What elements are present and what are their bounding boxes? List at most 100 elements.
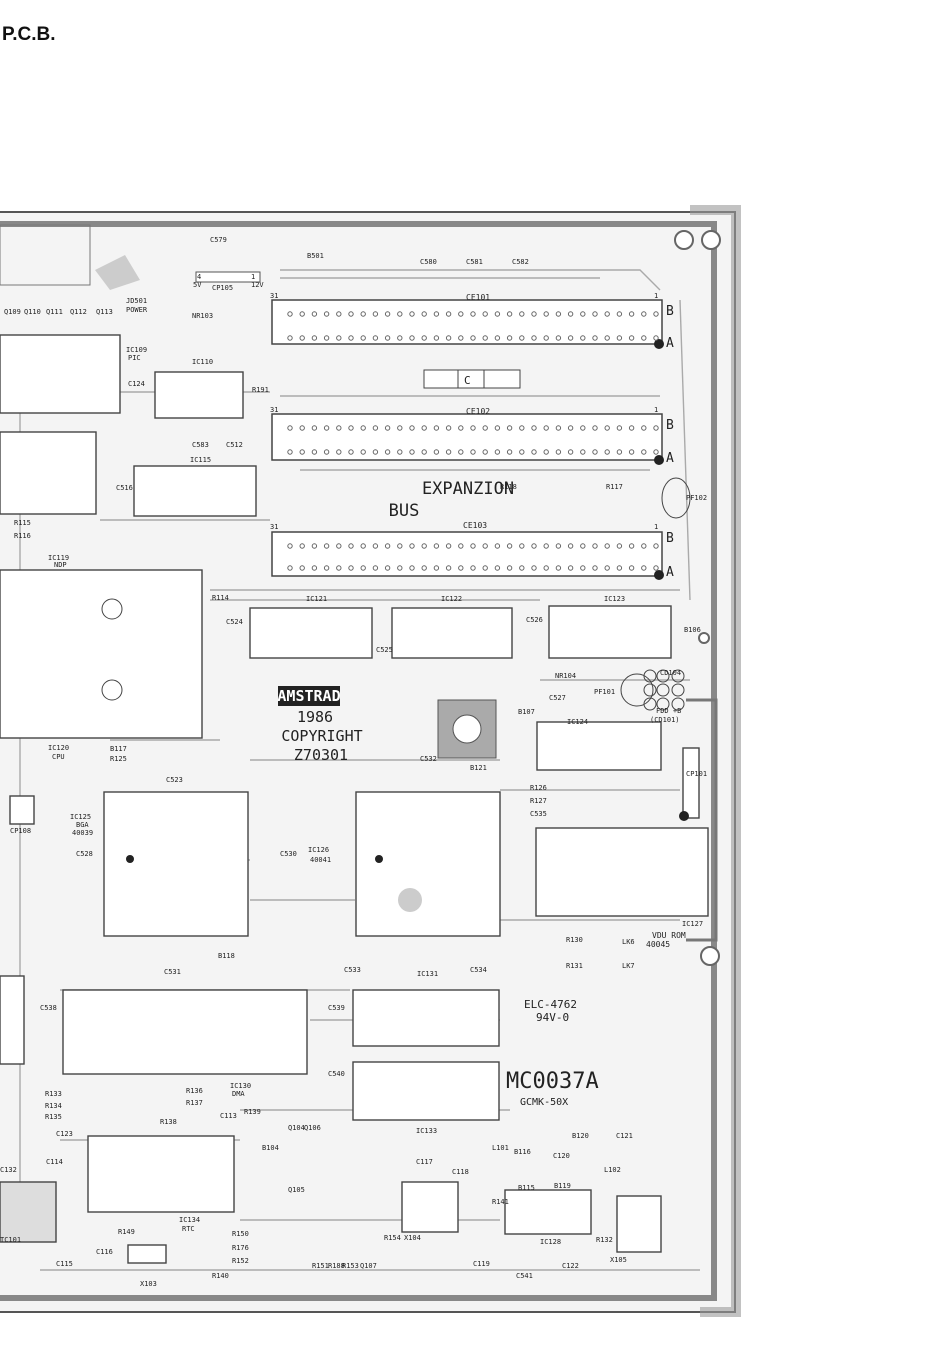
chip-ic131 <box>352 989 500 1047</box>
ic122-label: IC122 <box>441 595 462 603</box>
chip-ic130 <box>62 989 308 1075</box>
component-r152: R152 <box>232 1257 249 1265</box>
component-q105: Q105 <box>288 1186 305 1194</box>
ce102-label: CE102 <box>466 407 490 416</box>
component-c114: C114 <box>46 1158 63 1166</box>
component-r140: R140 <box>212 1272 229 1280</box>
component-r135: R135 <box>45 1113 62 1121</box>
chip-ic128 <box>504 1189 592 1235</box>
ce103-pin-last: 1 <box>654 523 658 531</box>
component-b104: B104 <box>262 1144 279 1152</box>
bus-label-line2: BUS <box>389 501 420 521</box>
board-year: 1986 <box>297 708 333 726</box>
chip-ic109 <box>0 334 121 414</box>
power-pin1: 1 <box>251 273 255 281</box>
ce101-row-b: B <box>666 304 674 319</box>
component-c532: C532 <box>420 755 437 763</box>
component-c123: C123 <box>56 1130 73 1138</box>
component-nr104: NR104 <box>555 672 576 680</box>
component-cp105: CP105 <box>212 284 233 292</box>
component-r188: R188 <box>328 1262 345 1270</box>
elc-code: ELC-4762 <box>524 998 577 1011</box>
ic126-label: IC126 <box>308 846 329 854</box>
component-c530: C530 <box>280 850 297 858</box>
component-q107: Q107 <box>360 1262 377 1270</box>
ic130-sub: DMA <box>232 1090 245 1098</box>
ic119-label: IC119 <box>48 554 69 562</box>
chip-ic123 <box>548 605 672 659</box>
mc-code: MC0037A <box>506 1069 599 1094</box>
component-r117: R117 <box>606 483 623 491</box>
connector-ce101 <box>271 299 664 349</box>
component-b120: B120 <box>572 1132 589 1140</box>
component-c526: C526 <box>526 616 543 624</box>
ce101-label: CE101 <box>466 293 490 302</box>
chip-left-mid <box>0 431 97 515</box>
board-code: Z70301 <box>294 746 348 764</box>
crystal-x103 <box>127 1244 167 1264</box>
cp101-box <box>682 747 700 819</box>
board-copyright: COPYRIGHT <box>281 727 362 745</box>
component-c534: C534 <box>470 966 487 974</box>
component-r137: R137 <box>186 1099 203 1107</box>
component-tc101: TC101 <box>0 1236 21 1244</box>
component-fdd-b: FDD +B <box>656 707 681 715</box>
component-b117: B117 <box>110 745 127 753</box>
chip-ic110 <box>154 371 244 419</box>
component-c116: C116 <box>96 1248 113 1256</box>
component-b119: B119 <box>554 1182 571 1190</box>
component-q106: Q106 <box>304 1124 321 1132</box>
component-b115: B115 <box>518 1184 535 1192</box>
component-c516: C516 <box>116 484 133 492</box>
ic110-label: IC110 <box>192 358 213 366</box>
component-cp101: CP101 <box>686 770 707 778</box>
ce102-row-a: A <box>666 451 674 466</box>
component-pf102: PF102 <box>686 494 707 502</box>
ic109-sub: PIC <box>128 354 141 362</box>
vdu-rom-label: VDU ROM <box>652 931 686 940</box>
component-r127: R127 <box>530 797 547 805</box>
ic115-label: IC115 <box>190 456 211 464</box>
bus-label-line1: EXPANZION <box>422 479 514 499</box>
component-x103: X103 <box>140 1280 157 1288</box>
component-r114: R114 <box>212 594 229 602</box>
component-c579: C579 <box>210 236 227 244</box>
component-c121: C121 <box>616 1132 633 1140</box>
component-r151: R151 <box>312 1262 329 1270</box>
ce103-row-a: A <box>666 565 674 580</box>
jumper-label: C <box>464 374 471 387</box>
component-c524: C524 <box>226 618 243 626</box>
ce101-pin-first: 31 <box>270 292 278 300</box>
mc-sub: GCMK-50X <box>520 1097 568 1108</box>
ce102-pin-last: 1 <box>654 406 658 414</box>
cp108-box <box>9 795 35 825</box>
component-r125: R125 <box>110 755 127 763</box>
component-r130: R130 <box>566 936 583 944</box>
component-r154: R154 <box>384 1234 401 1242</box>
ce103-label: CE103 <box>463 521 487 530</box>
component-lk7: LK7 <box>622 962 635 970</box>
ic120-sub: CPU <box>52 753 65 761</box>
component-cd104: CD104 <box>660 669 681 677</box>
component-power: POWER <box>126 306 148 314</box>
component-r149: R149 <box>118 1228 135 1236</box>
chip-outlines <box>0 334 709 1264</box>
connector-ce103 <box>271 531 664 580</box>
chip-ic115 <box>133 465 257 517</box>
amstrad-logo: AMSTRAD <box>277 687 340 705</box>
ic131-label: IC131 <box>417 970 438 978</box>
ic128-label: IC128 <box>540 1238 561 1246</box>
power-12v: 12V <box>251 281 264 289</box>
component-c539: C539 <box>328 1004 345 1012</box>
ic120-label: IC120 <box>48 744 69 752</box>
chip-ic121 <box>249 607 373 659</box>
component-b121: B121 <box>470 764 487 772</box>
component-c117: C117 <box>416 1158 433 1166</box>
component-b118: B118 <box>218 952 235 960</box>
chip-ic134 <box>87 1135 235 1213</box>
component-r136: R136 <box>186 1087 203 1095</box>
component-r116: R116 <box>14 532 31 540</box>
connector-ce102 <box>271 413 664 465</box>
